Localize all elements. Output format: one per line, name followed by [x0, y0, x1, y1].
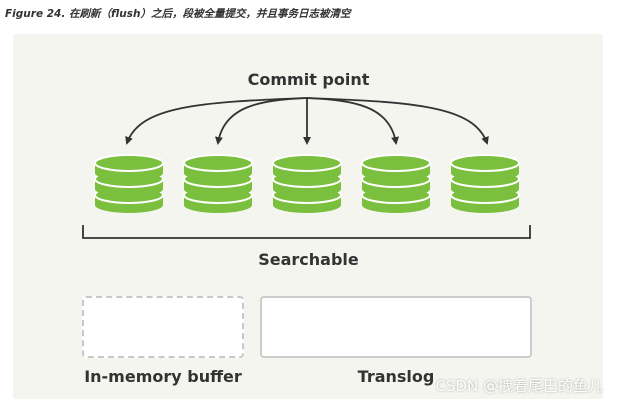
segment-cylinder: [361, 154, 431, 213]
arrow-to-segment-1: [125, 97, 308, 145]
figure-caption: Figure 24. 在刷新（flush）之后，段被全量提交，并且事务日志被清空: [5, 8, 351, 20]
segments-group: [94, 154, 520, 213]
segment-cylinder: [94, 154, 164, 213]
segment-layer-top: [272, 154, 342, 172]
translog-box: [260, 296, 532, 358]
searchable-bracket: [82, 225, 531, 239]
in-memory-buffer-box: [82, 296, 244, 358]
arrow-to-segment-2: [215, 97, 308, 145]
arrow-to-segment-5: [306, 97, 489, 145]
commit-point-label: Commit point: [247, 70, 370, 89]
csdn-watermark: CSDN @拽着尾巴的鱼儿: [435, 377, 603, 395]
segment-layer-top: [94, 154, 164, 172]
segment-cylinder: [450, 154, 520, 213]
translog-label: Translog: [357, 367, 435, 386]
segment-layer-top: [450, 154, 520, 172]
arrow-to-segment-4: [306, 97, 399, 145]
segment-cylinder: [272, 154, 342, 213]
segment-layer-top: [183, 154, 253, 172]
segment-cylinder: [183, 154, 253, 213]
segment-layer-top: [361, 154, 431, 172]
searchable-label: Searchable: [258, 250, 359, 269]
in-memory-buffer-label: In-memory buffer: [84, 367, 242, 386]
commit-arrows: [125, 97, 489, 145]
